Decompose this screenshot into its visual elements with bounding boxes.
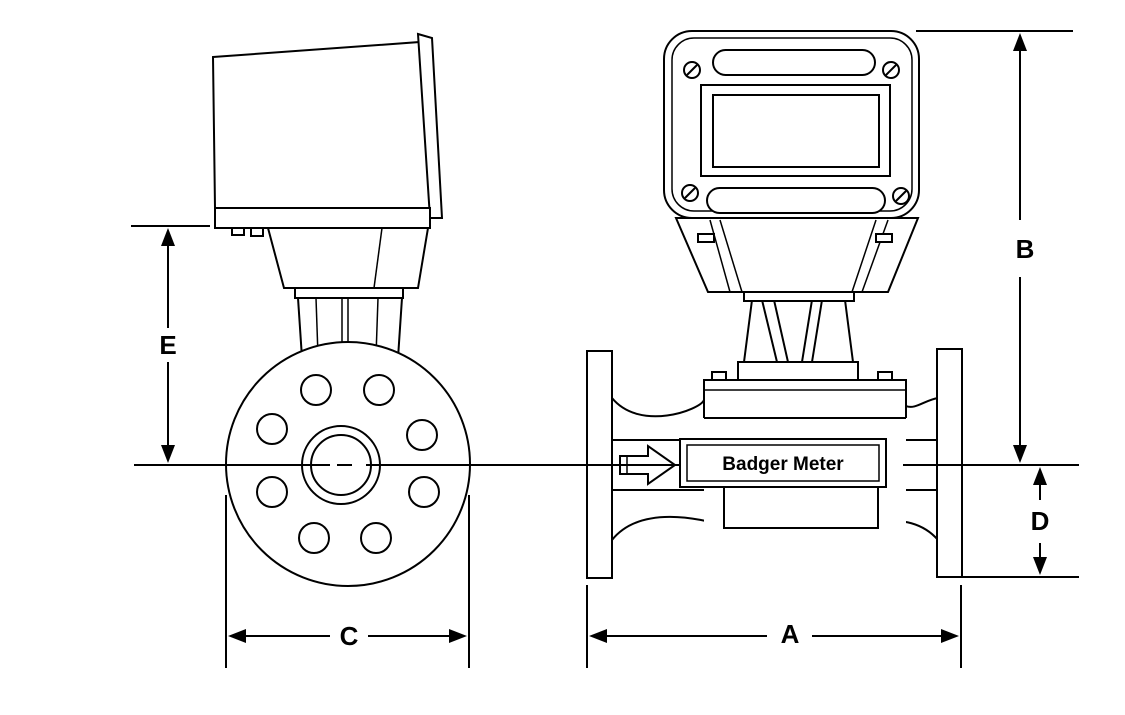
front-view: Badger Meter [586, 30, 963, 579]
bolt-hole [256, 413, 288, 445]
dim-label-b: B [1016, 234, 1035, 264]
bolt-hole [363, 374, 395, 406]
adapter-bolt [697, 233, 715, 243]
brand-plate-text: Badger Meter [722, 454, 844, 475]
side-adapter [266, 227, 430, 289]
side-housing-base [214, 207, 431, 229]
bolt-hole [256, 476, 288, 508]
side-bolt-left [231, 227, 245, 236]
arrowhead [1033, 467, 1047, 485]
arrowhead [449, 629, 467, 643]
side-view [211, 32, 471, 587]
arrowhead [589, 629, 607, 643]
display-window [712, 94, 880, 168]
dim-label-a: A [781, 619, 800, 649]
front-neck [742, 299, 855, 363]
body-bolt [877, 371, 893, 381]
dim-label-e: E [159, 330, 176, 360]
dim-label-c: C [340, 621, 359, 651]
arrowhead [941, 629, 959, 643]
bolt-hole [408, 476, 440, 508]
front-neck-plate [743, 291, 855, 302]
dim-label-d: D [1031, 506, 1050, 536]
screw [683, 61, 701, 79]
bolt-hole [360, 522, 392, 554]
outlet-flange [936, 348, 963, 578]
arrowhead [1033, 557, 1047, 575]
bolt-hole [300, 374, 332, 406]
bottom-slot [706, 187, 886, 214]
side-housing-lid [416, 32, 444, 219]
arrowhead [161, 228, 175, 246]
side-neck-plate [294, 287, 404, 299]
side-bolt-left-2 [250, 227, 264, 237]
arrowheads [161, 33, 1047, 643]
screw [892, 187, 910, 205]
arrowhead [161, 445, 175, 463]
arrowhead [1013, 33, 1027, 51]
brand-plate-inner [686, 444, 880, 482]
arrowhead [1013, 445, 1027, 463]
screw [882, 61, 900, 79]
body-bolt [711, 371, 727, 381]
bolt-hole [406, 419, 438, 451]
front-base-plate [737, 361, 859, 381]
adapter-bolt [875, 233, 893, 243]
side-housing [211, 40, 434, 220]
bolt-hole [298, 522, 330, 554]
arrowhead [228, 629, 246, 643]
top-slot [712, 49, 876, 76]
dimension-lines [131, 30, 1079, 668]
screw [681, 184, 699, 202]
